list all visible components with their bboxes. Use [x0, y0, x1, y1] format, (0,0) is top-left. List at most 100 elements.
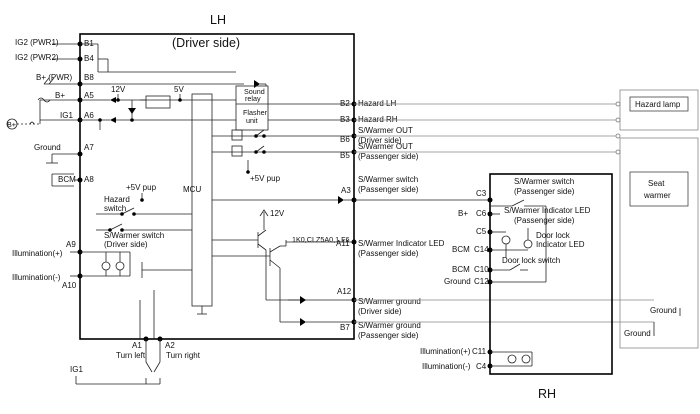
battery-label: B+	[7, 120, 16, 129]
pin-b5: B5	[340, 151, 350, 160]
pin-sub-a12: (Driver side)	[358, 307, 402, 316]
led-code: 1K0,CLZ5A0,1.F6	[292, 235, 350, 244]
pin-label-a8: BCM	[58, 175, 76, 184]
pin-c4: C4	[476, 362, 487, 371]
flasher-unit-label-1: Flasher	[243, 108, 268, 117]
pin-c5: C5	[476, 227, 487, 236]
hazard-lamp-box	[619, 89, 699, 131]
seat-warmer-box	[619, 137, 699, 349]
rh-module-box	[489, 173, 613, 375]
pin-label-b5: S/Warmer OUT	[358, 142, 413, 151]
door-lock-led-label-2: Indicator LED	[536, 240, 585, 249]
door-lock-led-label-1: Door lock	[536, 231, 571, 240]
pin-label-c12: Ground	[444, 277, 471, 286]
pin-label-a6: IG1	[60, 111, 73, 120]
hazard-switch-label-1: Hazard	[104, 195, 130, 204]
pin-label-b8: B+ (PWR)	[36, 73, 73, 82]
lh-bottom-pins: A1 A2 Turn left Turn right IG1	[70, 336, 201, 385]
pin-a12: A12	[337, 287, 352, 296]
pin-a1: A1	[132, 341, 142, 350]
rh-pins: C3 S/Warmer switch (Passenger side) C6 B…	[420, 177, 591, 371]
ground-label-a: Ground	[650, 306, 677, 315]
pin-label-c6: B+	[458, 209, 468, 218]
pin-label-a9: Illumination(+)	[12, 249, 63, 258]
pin-a11: A11	[336, 239, 350, 248]
mcu-block	[191, 93, 213, 307]
ig1-bottom-label: IG1	[70, 365, 83, 374]
pin-b8: B8	[84, 73, 94, 82]
pin-label-b2: Hazard LH	[358, 99, 396, 108]
left-external-wiring: B+	[6, 43, 236, 187]
voltage-12v: 12V	[111, 85, 126, 94]
pin-sub-a3: (Passenger side)	[358, 185, 419, 194]
pin-label-a1: Turn left	[116, 351, 146, 360]
lh-title: LH	[210, 13, 226, 27]
pin-label-a5: B+	[55, 91, 65, 100]
pin-b7: B7	[340, 323, 350, 332]
pin-sub-b5: (Passenger side)	[358, 152, 419, 161]
pin-label-b7: S/Warmer ground	[358, 321, 421, 330]
mcu-label: MCU	[183, 185, 201, 194]
pin-sub-c5: (Passenger side)	[514, 216, 575, 225]
voltage-12v-b: 12V	[270, 209, 285, 218]
pin-c6: C6	[476, 209, 487, 218]
pin-c14: C14	[474, 245, 489, 254]
pin-sub-b7: (Passenger side)	[358, 331, 419, 340]
pin-a9: A9	[66, 240, 76, 249]
pin-label-a11: S/Warmer Indicator LED	[358, 239, 445, 248]
lh-left-pins: IG2 (PWR1) B1 IG2 (PWR2) B4 B+ (PWR) B8 …	[12, 38, 94, 290]
pin-c3: C3	[476, 189, 487, 198]
flasher-unit-label-2: unit	[246, 116, 258, 125]
pin-sub-b6: (Driver side)	[358, 136, 402, 145]
pin-c12: C12	[474, 277, 489, 286]
lh-right-pins: B2 Hazard LH B3 Hazard RH B6 S/Warmer OU…	[336, 99, 445, 340]
pin-a10: A10	[62, 281, 77, 290]
pin-label-b4: IG2 (PWR2)	[15, 53, 59, 62]
pin-a2: A2	[165, 341, 175, 350]
seat-warmer-label-1: Seat	[648, 179, 665, 188]
rh-title: RH	[538, 387, 556, 401]
sound-relay-label-1: Sound	[244, 87, 265, 96]
pin-c10: C10	[474, 265, 489, 274]
pin-sub-a11: (Passenger side)	[358, 249, 419, 258]
pin-label-c4: Illumination(-)	[422, 362, 471, 371]
pin-a3: A3	[341, 186, 351, 195]
lh-module-box	[79, 33, 355, 340]
pin-b2: B2	[340, 99, 350, 108]
lh-to-external-wires	[354, 101, 654, 323]
hazard-switch-label-2: switch	[104, 204, 126, 213]
pin-a8: A8	[84, 175, 94, 184]
pin-label-c5: S/Warmer Indicator LED	[504, 206, 591, 215]
relay-flasher-box	[235, 85, 269, 131]
pin-label-c11: Illumination(+)	[420, 347, 471, 356]
pin-b4: B4	[84, 54, 94, 63]
pin-label-b3: Hazard RH	[358, 115, 398, 124]
pin-a6: A6	[84, 111, 94, 120]
pin-c11: C11	[472, 347, 487, 356]
pin-label-b6: S/Warmer OUT	[358, 126, 413, 135]
pin-sub-c3: (Passenger side)	[514, 187, 575, 196]
pin-a7: A7	[84, 143, 94, 152]
sound-relay-label-2: relay	[245, 94, 261, 103]
pin-b3: B3	[340, 115, 350, 124]
pull-up-label-b: +5V pup	[126, 183, 157, 192]
hazard-lamp-label: Hazard lamp	[635, 100, 681, 109]
external-loads: Hazard lamp Seat warmer Ground Ground	[619, 89, 699, 349]
lh-internal-circuit: 12V 5V Sound relay Flasher unit MCU	[80, 80, 354, 339]
regulator-block	[145, 95, 171, 109]
warmer-switch-label-2: (Driver side)	[104, 240, 148, 249]
seat-warmer-label-2: warmer	[643, 191, 671, 200]
pin-label-c14: BCM	[452, 245, 470, 254]
pin-label-b1: IG2 (PWR1)	[15, 38, 59, 47]
door-lock-switch-label: Door lock switch	[502, 256, 560, 265]
pin-b6: B6	[340, 135, 350, 144]
pull-up-label-a: +5V pup	[250, 174, 281, 183]
pin-label-c10: BCM	[452, 265, 470, 274]
pin-a5: A5	[84, 91, 94, 100]
pin-label-a2: Turn right	[166, 351, 201, 360]
pin-label-a3: S/Warmer switch	[358, 175, 418, 184]
pin-label-a12: S/Warmer ground	[358, 297, 421, 306]
pin-b1: B1	[84, 39, 94, 48]
pin-label-a7: Ground	[34, 143, 61, 152]
